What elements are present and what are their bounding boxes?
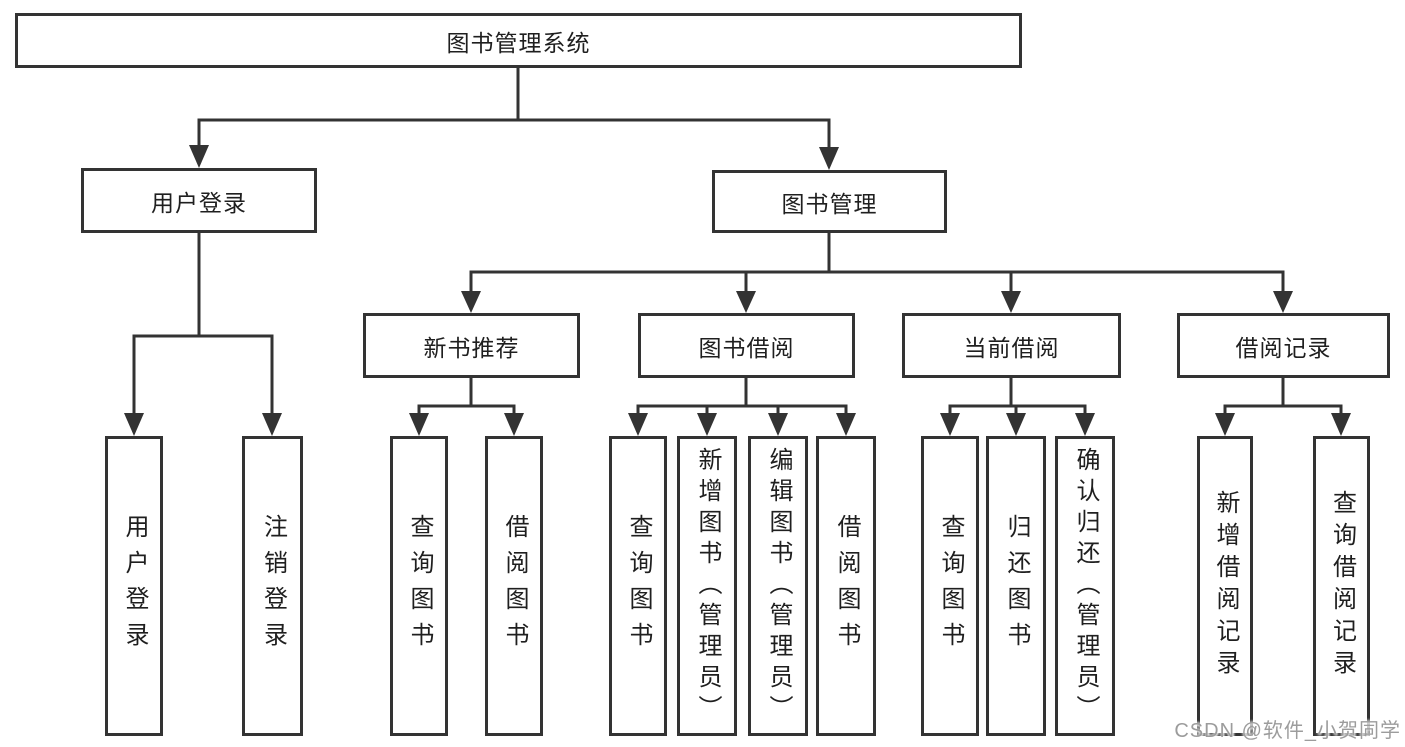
- node-label: 查询借阅记录: [1328, 490, 1356, 682]
- node-label: 用户登录: [151, 189, 247, 216]
- node-label: 新书推荐: [423, 334, 520, 361]
- connector-new-book-recommendation-to-children: [409, 378, 524, 436]
- node-label: 图书借阅: [698, 334, 795, 361]
- node-new-book-recommendation: 新书推荐: [363, 313, 580, 378]
- node-label: 查询图书: [406, 514, 433, 658]
- connector-borrowing-records-to-children: [1215, 378, 1351, 436]
- node-leaf-query-books-borrowing: 查询图书: [609, 436, 667, 736]
- node-leaf-borrow-books-recommend: 借阅图书: [485, 436, 543, 736]
- node-leaf-return-books: 归还图书: [986, 436, 1046, 736]
- node-label: 查询图书: [625, 514, 652, 658]
- connector-user-login-to-children: [124, 233, 282, 436]
- node-label: 用户登录: [121, 514, 148, 658]
- csdn-watermark: CSDN @软件_小贺同学: [1174, 720, 1401, 742]
- node-label: 当前借阅: [963, 334, 1060, 361]
- node-leaf-query-books-current: 查询图书: [921, 436, 979, 736]
- node-leaf-query-books-recommend: 查询图书: [390, 436, 448, 736]
- node-current-borrowing: 当前借阅: [902, 313, 1121, 378]
- node-leaf-logout: 注销登录: [242, 436, 303, 736]
- node-label: 确认归还（管理员）: [1072, 446, 1099, 726]
- node-leaf-add-borrowing-record: 新增借阅记录: [1197, 436, 1253, 736]
- node-label: 归还图书: [1003, 514, 1030, 658]
- node-label: 图书管理系统: [446, 29, 591, 56]
- node-leaf-add-books-admin: 新增图书（管理员）: [677, 436, 737, 736]
- node-library-management-system: 图书管理系统: [15, 13, 1022, 68]
- node-label: 图书管理: [781, 190, 878, 217]
- node-leaf-query-borrowing-record: 查询借阅记录: [1313, 436, 1370, 736]
- node-user-login: 用户登录: [81, 168, 317, 233]
- node-label: 新增图书（管理员）: [694, 446, 721, 726]
- node-label: 新增借阅记录: [1212, 490, 1239, 682]
- node-label: 注销登录: [259, 514, 287, 658]
- node-leaf-confirm-return-admin: 确认归还（管理员）: [1055, 436, 1115, 736]
- connector-book-management-to-level3: [461, 233, 1293, 313]
- connector-book-borrowing-to-children: [628, 378, 856, 436]
- connector-current-borrowing-to-children: [940, 378, 1095, 436]
- node-leaf-borrow-books: 借阅图书: [816, 436, 876, 736]
- node-leaf-user-login: 用户登录: [105, 436, 163, 736]
- node-book-borrowing: 图书借阅: [638, 313, 855, 378]
- node-label: 借阅图书: [501, 514, 528, 658]
- node-label: 借阅图书: [833, 514, 860, 658]
- node-label: 编辑图书（管理员）: [765, 446, 792, 726]
- node-label: 查询图书: [937, 514, 964, 658]
- node-book-management: 图书管理: [712, 170, 947, 233]
- node-borrowing-records: 借阅记录: [1177, 313, 1390, 378]
- node-leaf-edit-books-admin: 编辑图书（管理员）: [748, 436, 808, 736]
- node-label: 借阅记录: [1235, 334, 1332, 361]
- connector-root-to-level2: [189, 68, 839, 170]
